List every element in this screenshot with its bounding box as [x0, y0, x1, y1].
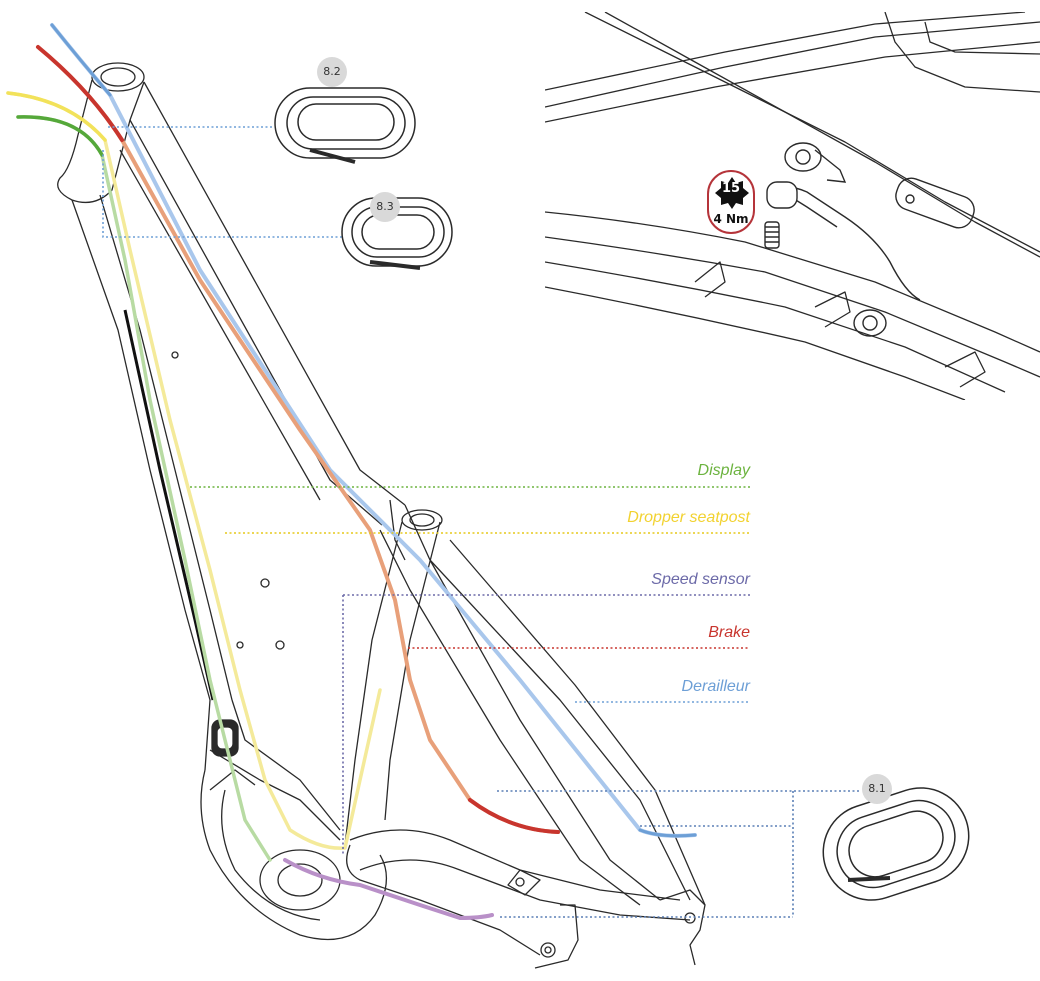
- callout-8-2: 8.2: [317, 57, 347, 87]
- detail-inset: [545, 12, 1040, 400]
- torx-size: 15: [721, 181, 741, 196]
- inset-drawing: [545, 12, 1040, 400]
- speed-sensor-label: Speed sensor: [651, 571, 750, 588]
- grommet-8-2: [274, 87, 416, 164]
- callout-8-3: 8.3: [370, 192, 400, 222]
- grommet-8-1: [822, 787, 970, 901]
- torx-star-icon: [715, 177, 749, 209]
- brake-cable: [36, 45, 560, 834]
- dropper-seatpost-label: Dropper seatpost: [627, 509, 750, 526]
- display-label: Display: [697, 462, 750, 479]
- leader-lines: [102, 126, 860, 918]
- grommet-8-3: [341, 197, 453, 270]
- callout-8-1: 8.1: [862, 774, 892, 804]
- brake-label: Brake: [708, 624, 750, 641]
- torque-spec-badge: 15 4 Nm: [707, 170, 755, 234]
- torque-value: 4 Nm: [713, 212, 749, 226]
- speed-sensor-cable: [283, 858, 494, 920]
- cables: [6, 23, 697, 920]
- derailleur-label: Derailleur: [681, 678, 750, 695]
